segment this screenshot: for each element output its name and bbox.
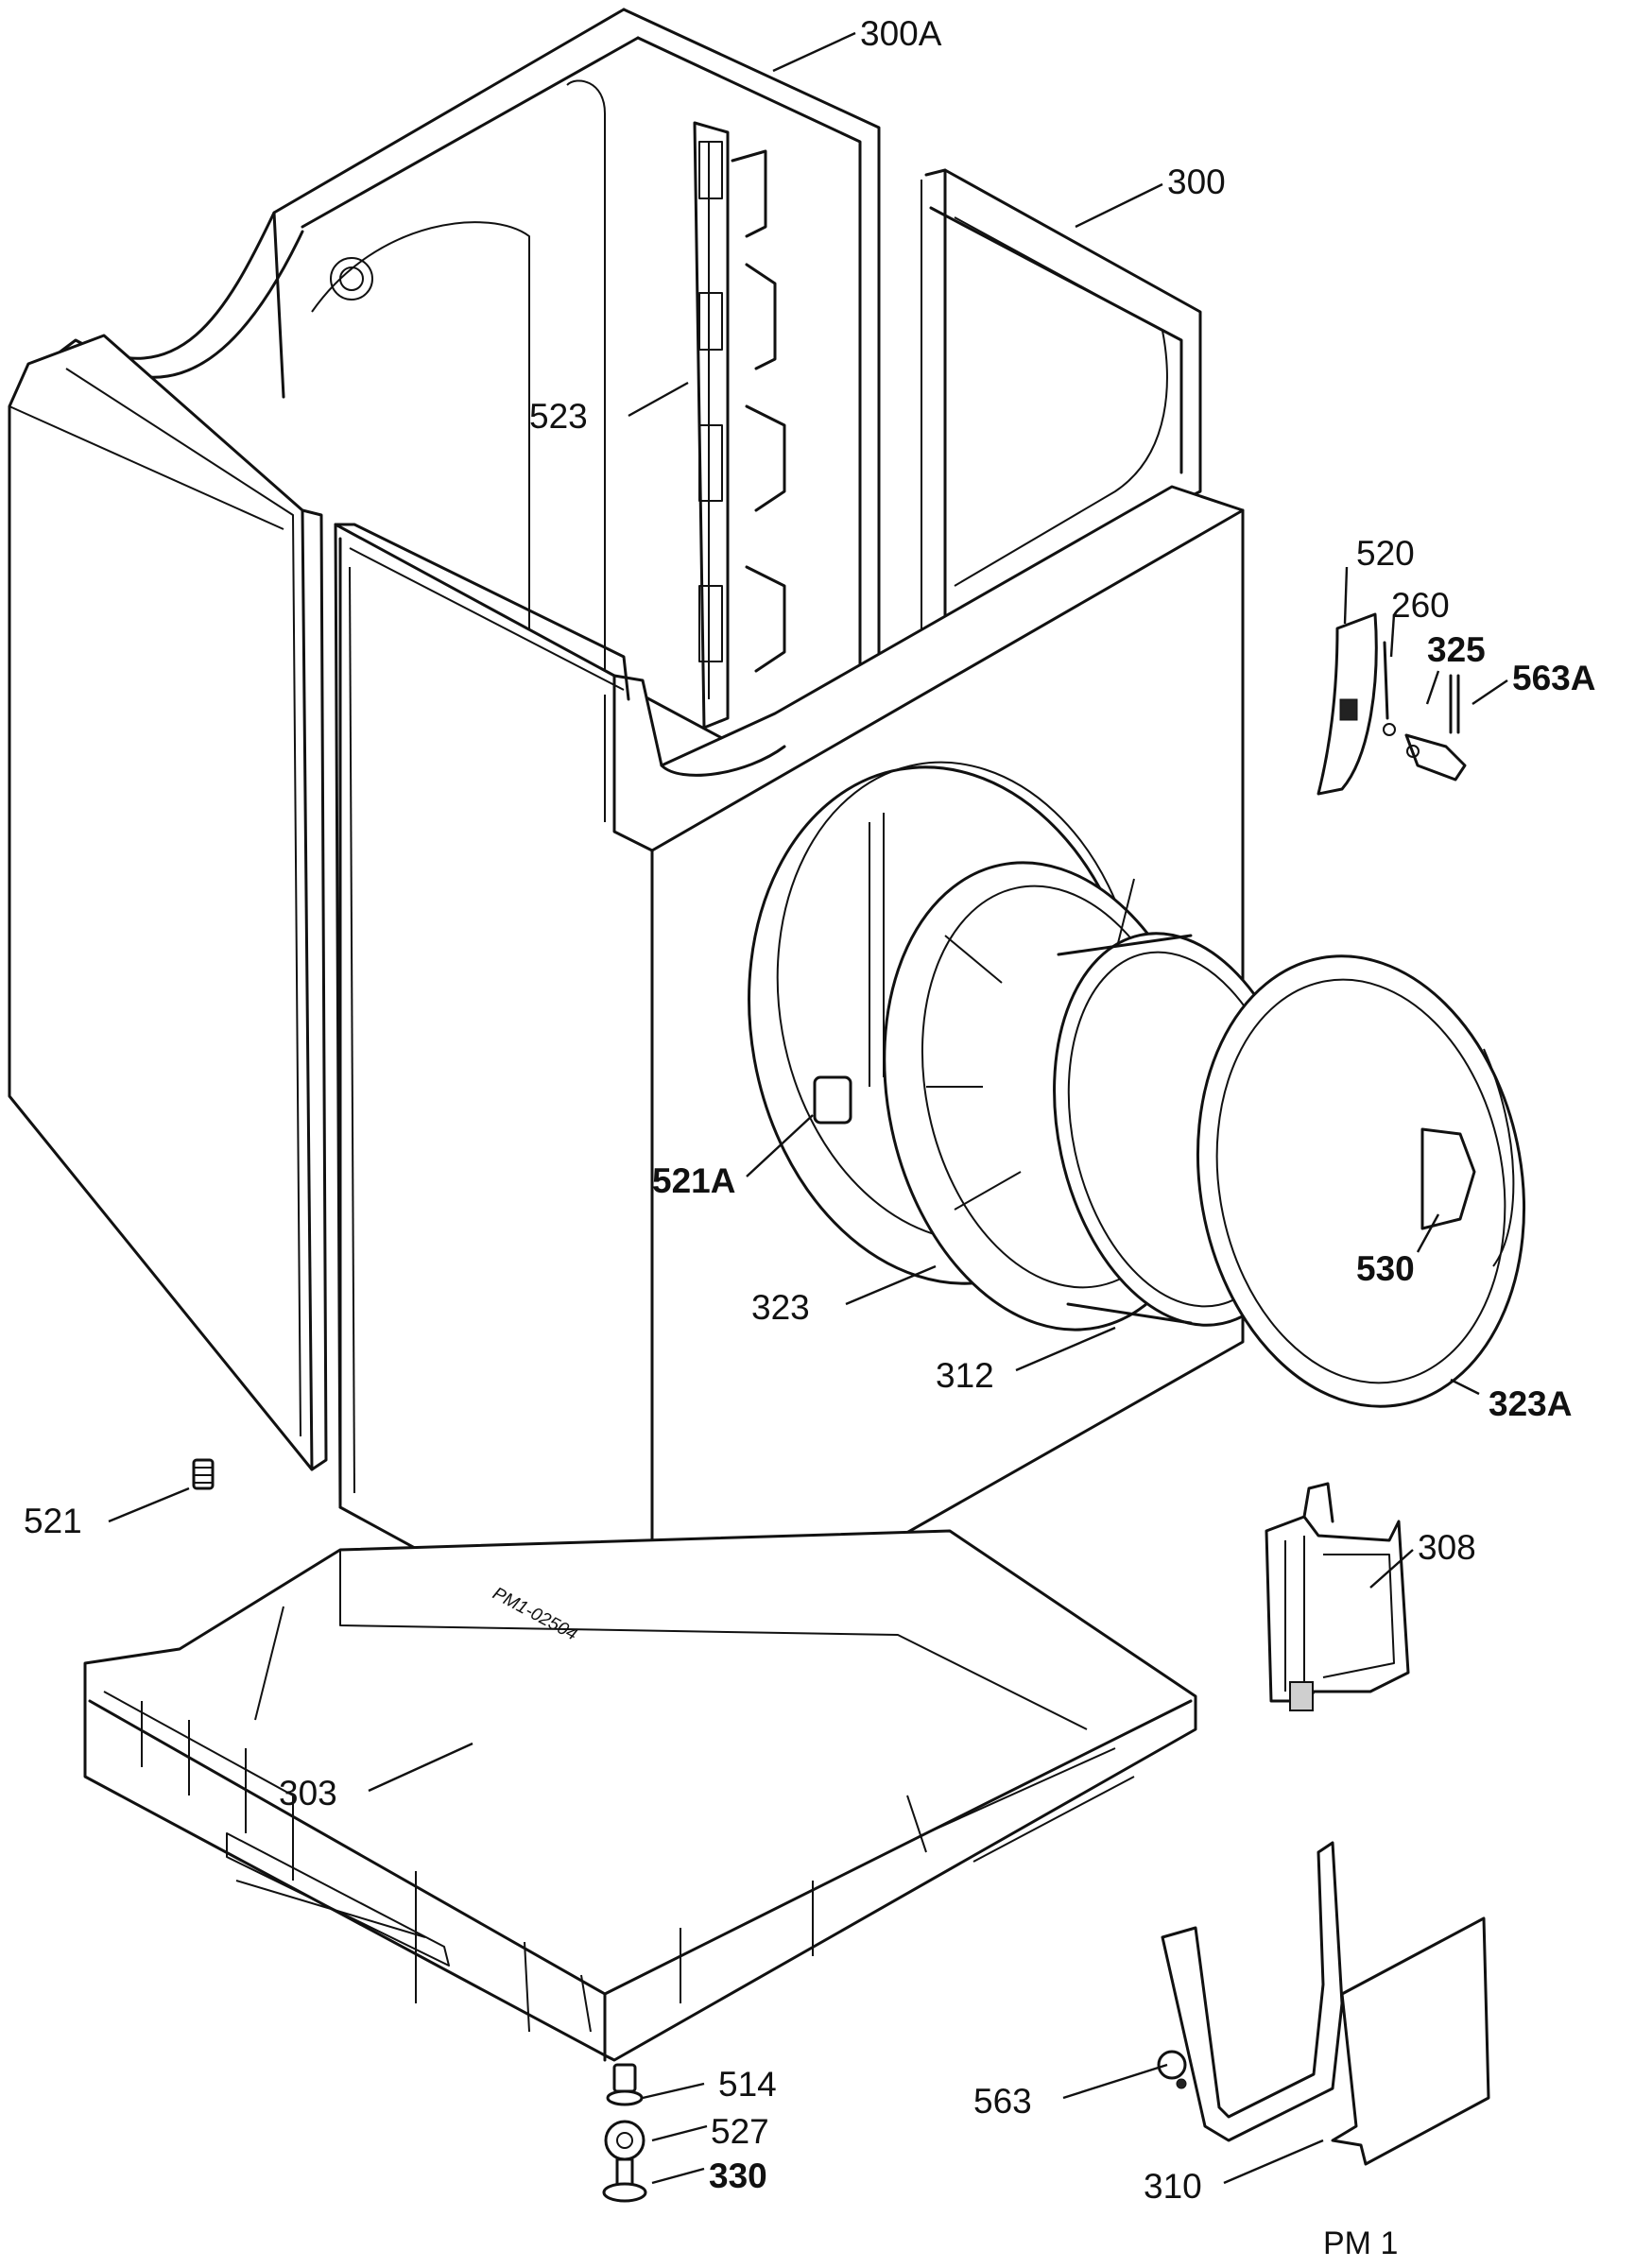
lock-assembly [1317,612,1467,796]
callout-520: 520 [1356,534,1415,573]
callout-323: 323 [751,1288,810,1327]
callout-labels: 300A 300 523 520 260 325 563A 521A 530 3… [24,14,1595,2206]
callout-325: 325 [1427,630,1486,669]
foot-parts [602,2063,647,2203]
screw-521 [192,1458,215,1490]
cover-310 [1331,1916,1490,2166]
callout-308: 308 [1418,1528,1476,1567]
part-530-shape [1420,1127,1476,1230]
frame-strip-523 [693,121,786,730]
bracket-563 [1157,1841,1344,2142]
callout-527: 527 [711,2112,769,2151]
callout-303: 303 [279,1774,337,1813]
hinge-308 [1265,1482,1410,1711]
callout-521a: 521A [652,1161,735,1200]
base-frame-303 [83,1529,1197,2062]
document-code: PM 1 [1323,2225,1398,2261]
leader-lines [108,31,1508,2185]
callout-563a: 563A [1512,659,1595,697]
door-323a [1196,954,1526,1408]
callout-260: 260 [1391,586,1450,625]
callout-530: 530 [1356,1249,1415,1288]
callout-563: 563 [973,2082,1032,2121]
callout-300a: 300A [860,14,942,53]
callout-312: 312 [936,1356,994,1395]
callout-523: 523 [529,397,588,436]
callout-300: 300 [1167,163,1226,201]
callout-514: 514 [718,2065,777,2104]
callout-310: 310 [1144,2167,1202,2206]
left-side-panel [8,334,328,1471]
front-cabinet [334,485,1245,1679]
callout-330: 330 [709,2156,767,2195]
callout-521: 521 [24,1502,82,1540]
callout-323a: 323A [1489,1384,1572,1423]
part-521a-shape [813,1075,852,1125]
